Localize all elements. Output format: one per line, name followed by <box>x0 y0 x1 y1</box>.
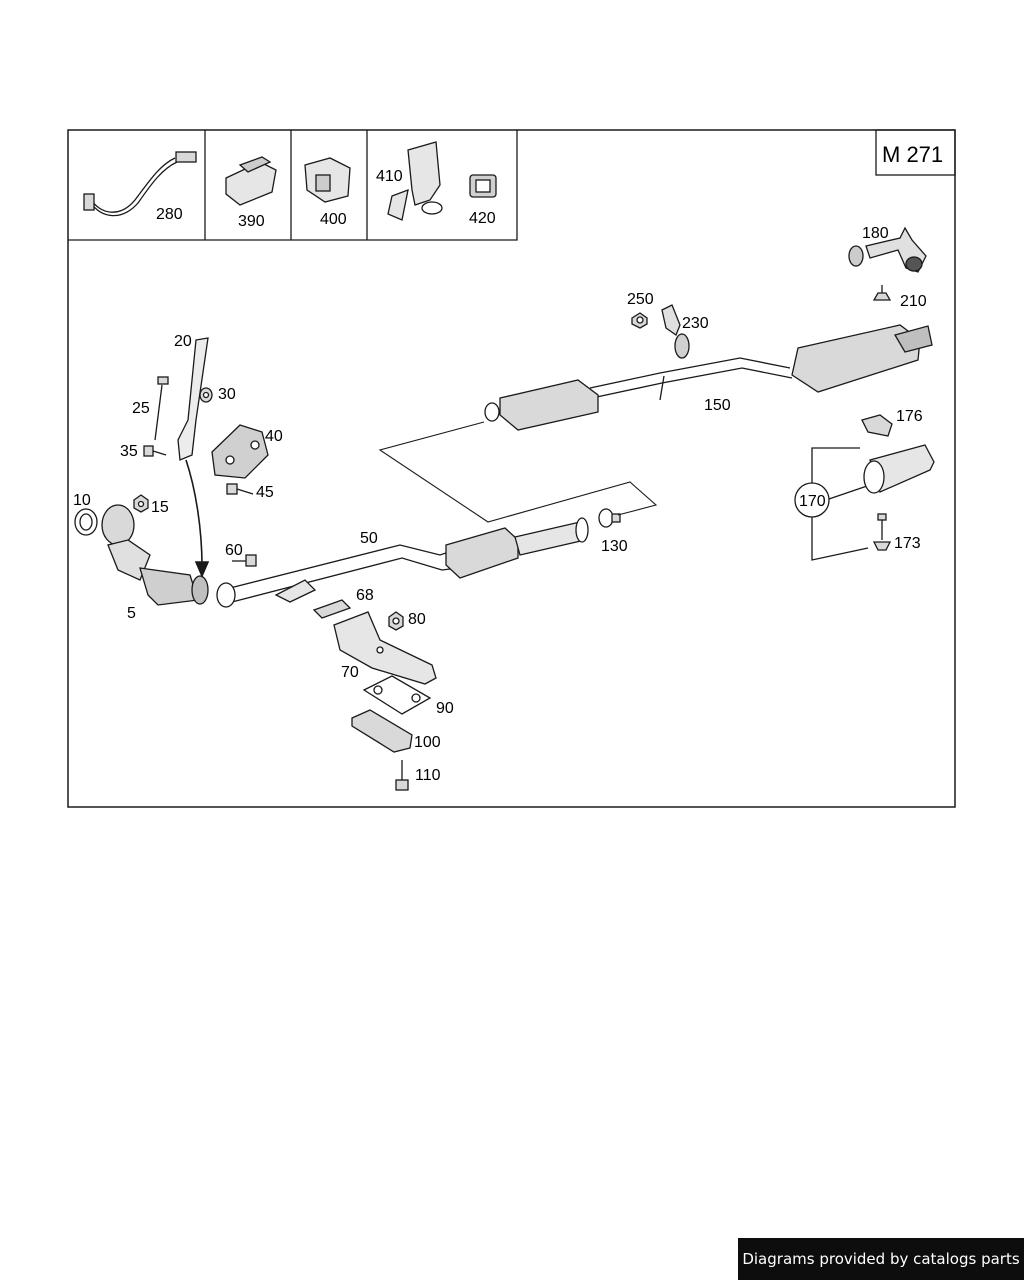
leader-lines <box>378 421 658 523</box>
nut-250-part <box>631 312 648 329</box>
label-410: 410 <box>376 168 403 185</box>
bracket-390-part <box>225 156 277 206</box>
label-68: 68 <box>356 587 374 604</box>
bracket-400-part <box>304 157 351 203</box>
label-230: 230 <box>682 315 709 332</box>
model-code-box <box>875 129 956 176</box>
nut-15-part <box>133 494 149 513</box>
plate-100-part <box>351 709 413 753</box>
credit-badge: Diagrams provided by catalogs parts <box>738 1238 1024 1280</box>
label-100: 100 <box>414 734 441 751</box>
label-40: 40 <box>265 428 283 445</box>
support-strap-20-part <box>177 337 209 461</box>
label-210: 210 <box>900 293 927 310</box>
label-5: 5 <box>127 605 136 622</box>
label-10: 10 <box>73 492 91 509</box>
parts-header-strip <box>68 130 518 241</box>
label-110: 110 <box>415 767 441 784</box>
label-400: 400 <box>320 211 347 228</box>
label-80: 80 <box>408 611 426 628</box>
label-90: 90 <box>436 700 454 717</box>
label-420: 420 <box>469 210 496 227</box>
catalytic-converter-5-part <box>101 504 209 606</box>
label-176: 176 <box>896 408 923 425</box>
hanger-bracket-180-part <box>848 226 927 273</box>
bolt-45-part <box>226 483 254 495</box>
bolt-60-part <box>232 554 257 567</box>
label-45: 45 <box>256 484 274 501</box>
label-130: 130 <box>601 538 628 555</box>
part-number-labels: 280 390 400 410 420 180 210 250 230 150 … <box>73 168 927 784</box>
bracket-410-part <box>387 141 443 221</box>
label-250: 250 <box>627 291 654 308</box>
bolt-35-part <box>143 445 167 457</box>
label-173: 173 <box>894 535 921 552</box>
label-15: 15 <box>151 499 169 516</box>
rubber-mount-420-part <box>469 174 497 198</box>
tailpipe-group-170 <box>794 444 935 561</box>
indicator-arrow <box>185 459 210 579</box>
bolt-110-part <box>395 760 409 791</box>
label-170: 170 <box>799 493 826 510</box>
stud-25-part <box>154 376 169 441</box>
label-20: 20 <box>174 333 192 350</box>
gasket-90-part <box>362 675 432 715</box>
clamp-176-part <box>861 414 893 437</box>
label-25: 25 <box>132 400 150 417</box>
oxygen-sensor-part <box>83 151 197 217</box>
nut-80-part <box>388 611 404 631</box>
label-60: 60 <box>225 542 243 559</box>
model-code: M 271 <box>882 142 943 167</box>
clamp-130-part <box>598 508 621 528</box>
gasket-10-part <box>74 508 98 536</box>
bracket-70-part <box>333 611 437 685</box>
label-180: 180 <box>862 225 889 242</box>
label-30: 30 <box>218 386 236 403</box>
diagram-frame <box>67 129 956 808</box>
bracket-40-part <box>211 424 269 479</box>
label-35: 35 <box>120 443 138 460</box>
intermediate-pipe-50-part <box>216 517 589 608</box>
clip-68-part <box>312 599 352 619</box>
screw-210-part <box>872 285 892 301</box>
label-150: 150 <box>704 397 731 414</box>
label-280: 280 <box>156 206 183 223</box>
nut-30-part <box>199 387 213 403</box>
label-70: 70 <box>341 664 359 681</box>
label-390: 390 <box>238 213 265 230</box>
label-50: 50 <box>360 530 378 547</box>
rubber-hanger-230-part <box>661 304 690 359</box>
rear-exhaust-section-150-part <box>484 324 933 431</box>
